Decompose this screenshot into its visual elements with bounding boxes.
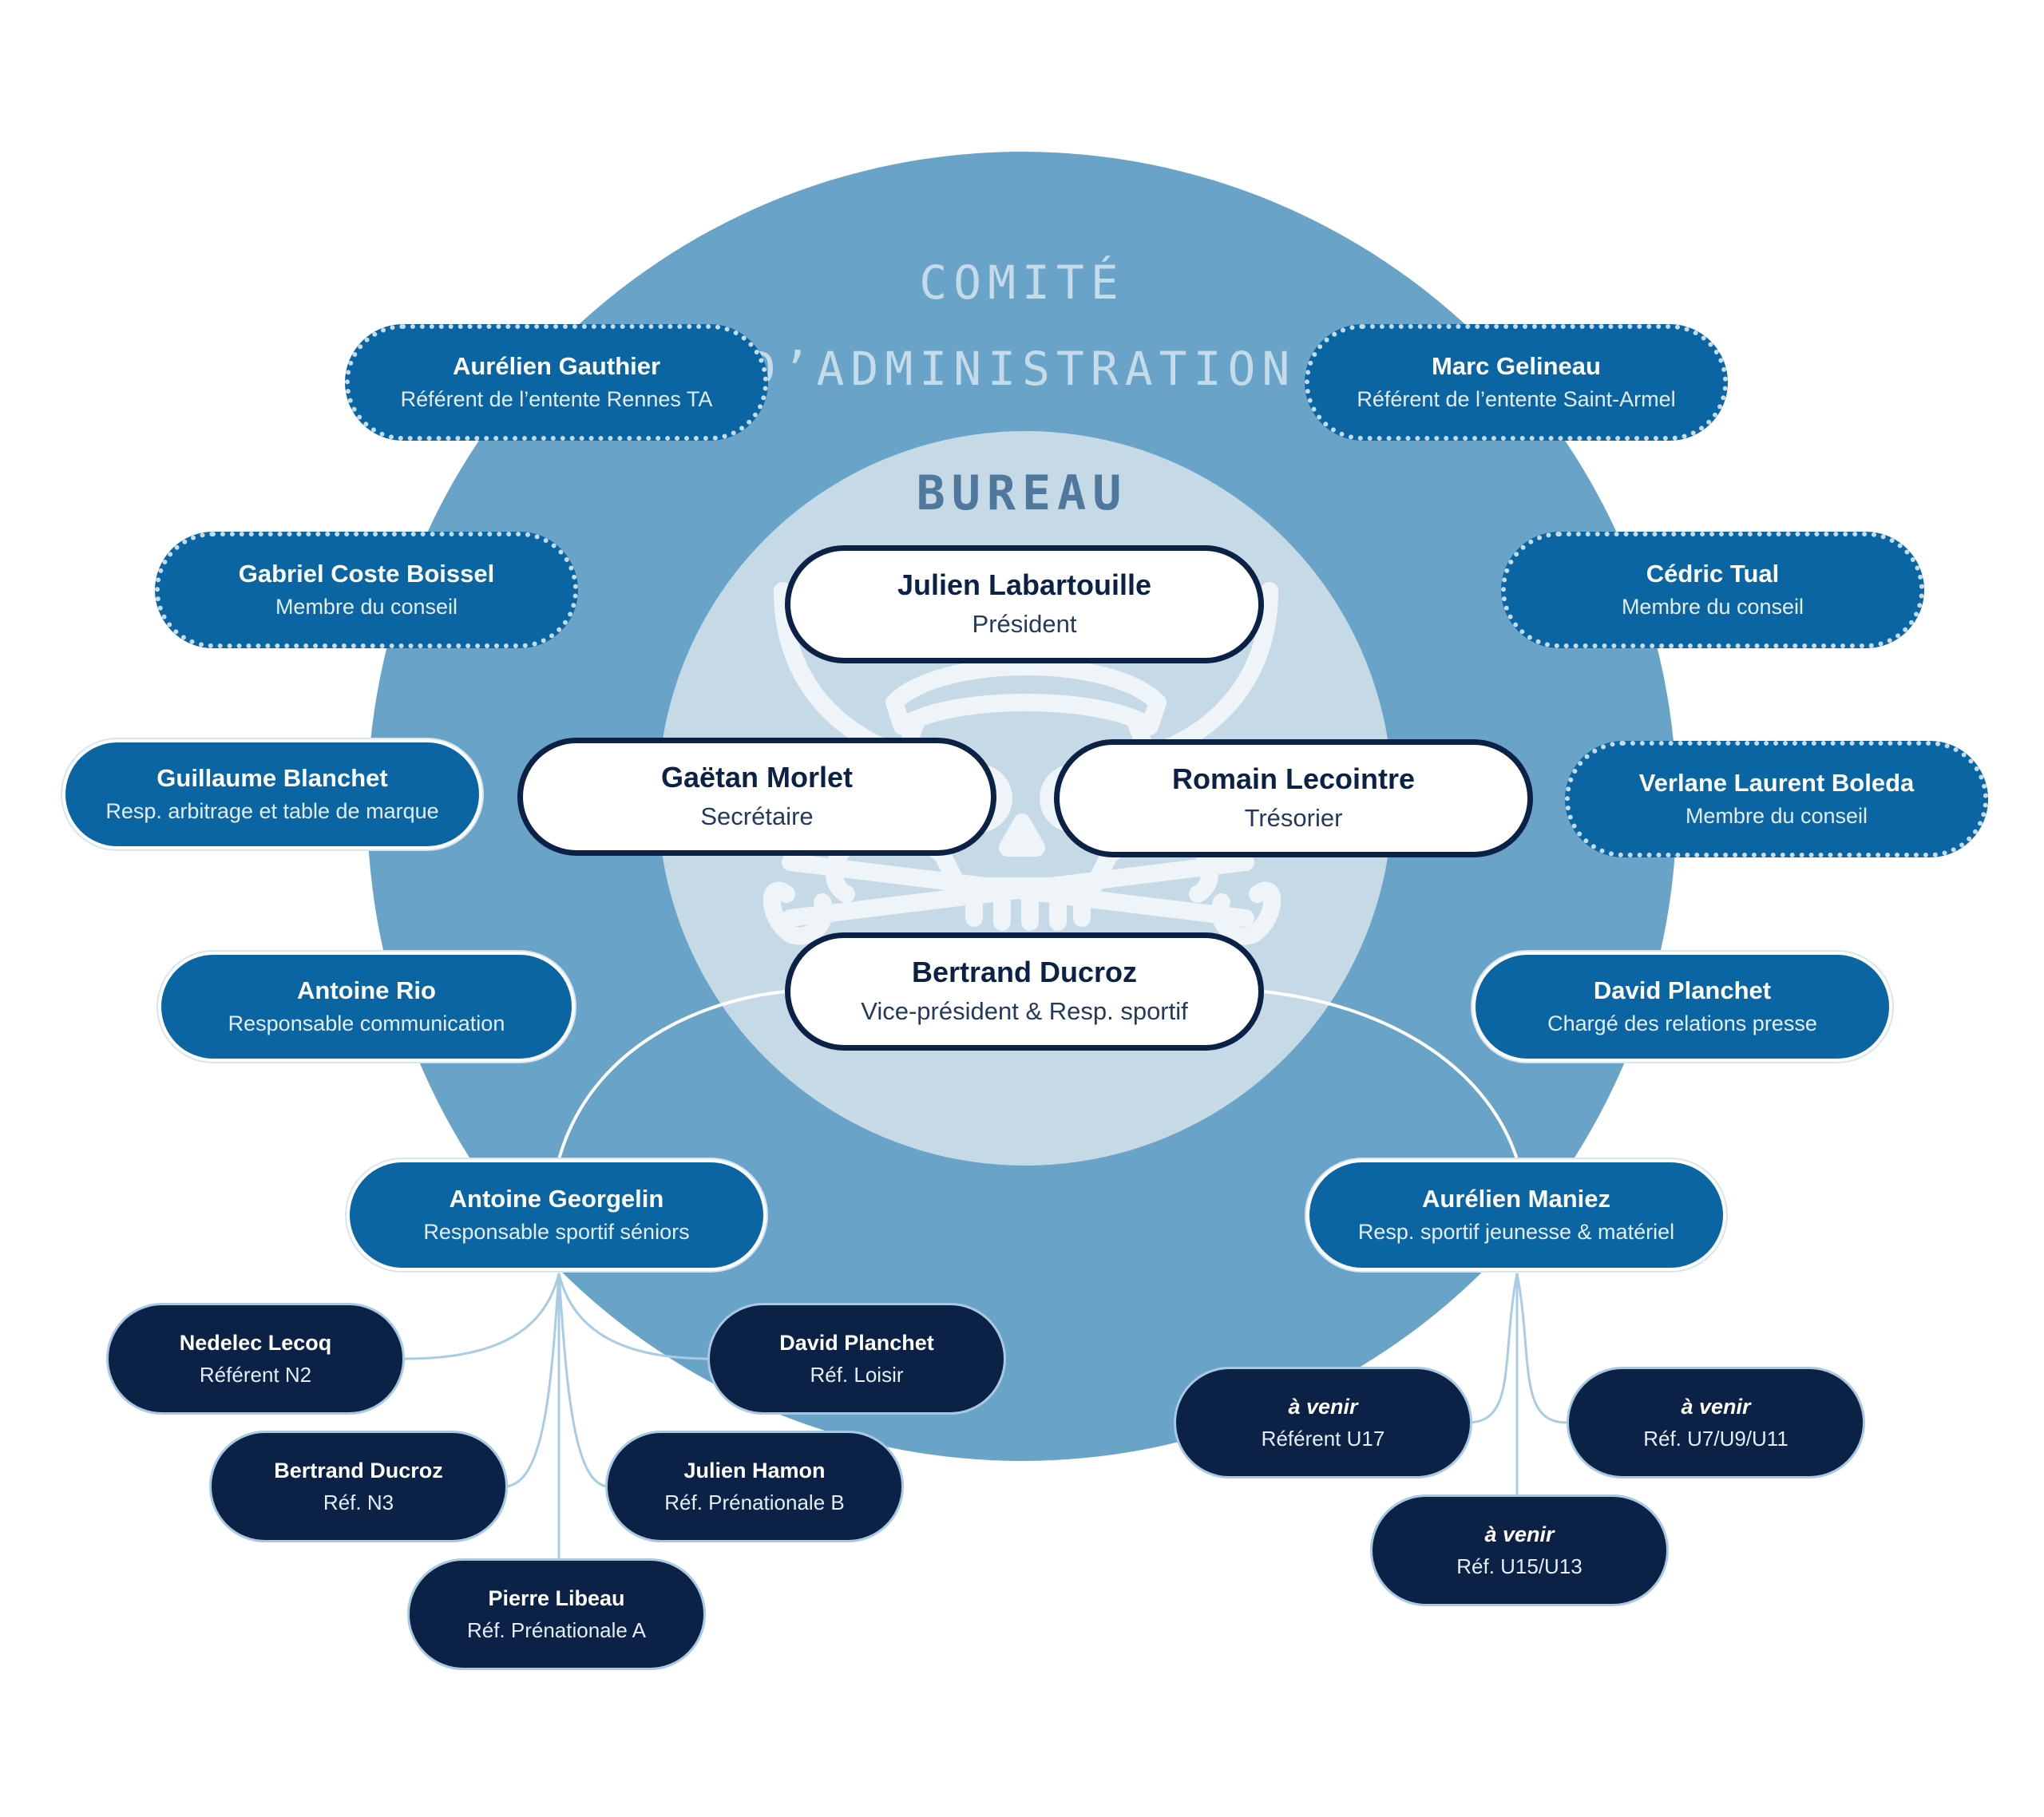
member-role: Réf. N3 (323, 1490, 394, 1514)
member-name: Julien Hamon (683, 1459, 826, 1482)
bureau-vice-president: Bertrand Ducroz Vice-président & Resp. s… (785, 932, 1264, 1051)
member-name: Aurélien Gauthier (452, 352, 661, 380)
member-role: Responsable sportif séniors (423, 1220, 690, 1244)
connector-vp-seniors (557, 990, 787, 1160)
member-role: Référent U17 (1261, 1427, 1385, 1451)
member-name: Julien Labartouille (897, 568, 1152, 601)
member-role: Chargé des relations presse (1547, 1011, 1817, 1035)
member-role: Secrétaire (700, 802, 814, 830)
member-role: Resp. sportif jeunesse & matériel (1357, 1220, 1675, 1244)
member-role: Réf. Prénationale B (664, 1490, 845, 1514)
member-name: Verlane Laurent Boleda (1638, 769, 1915, 797)
jeunesse-ref-3: à venir Réf. U7/U9/U11 (1567, 1367, 1865, 1479)
seniors-ref-2: Bertrand Ducroz Réf. N3 (209, 1431, 508, 1542)
seniors-ref-5: David Planchet Réf. Loisir (707, 1303, 1006, 1415)
member-name: Romain Lecointre (1171, 762, 1416, 795)
member-name: Guillaume Blanchet (156, 764, 388, 792)
member-name: Aurélien Maniez (1422, 1185, 1610, 1213)
bureau-tresorier: Romain Lecointre Trésorier (1054, 739, 1533, 857)
member-role: Référent de l’entente Rennes TA (400, 387, 713, 411)
member-role: Réf. U7/U9/U11 (1643, 1427, 1788, 1451)
member-role: Membre du conseil (275, 595, 458, 619)
member-name: Gabriel Coste Boissel (238, 560, 495, 588)
bureau-president: Julien Labartouille Président (785, 545, 1264, 663)
bureau-secretaire: Gaëtan Morlet Secrétaire (517, 738, 996, 856)
member-role: Vice-président & Resp. sportif (861, 997, 1188, 1025)
member-name: Marc Gelineau (1432, 352, 1601, 380)
comite-member-right-2: Cédric Tual Membre du conseil (1501, 532, 1924, 648)
member-name: Bertrand Ducroz (911, 956, 1138, 988)
member-name: Antoine Georgelin (449, 1185, 664, 1213)
member-name: Antoine Rio (297, 976, 436, 1004)
member-role: Membre du conseil (1621, 595, 1804, 619)
seniors-ref-4: Julien Hamon Réf. Prénationale B (605, 1431, 904, 1542)
member-name: Cédric Tual (1646, 560, 1780, 588)
jeunesse-ref-2: à venir Réf. U15/U13 (1370, 1494, 1669, 1606)
member-role: Trésorier (1244, 804, 1343, 832)
comite-member-left-4: Antoine Rio Responsable communication (158, 952, 575, 1062)
member-role: Réf. U15/U13 (1456, 1554, 1583, 1578)
sport-head-jeunesse: Aurélien Maniez Resp. sportif jeunesse &… (1306, 1159, 1726, 1271)
comite-member-left-2: Gabriel Coste Boissel Membre du conseil (155, 532, 578, 648)
comite-member-left-1: Aurélien Gauthier Référent de l’entente … (345, 324, 768, 441)
comite-title: COMITÉ D’ADMINISTRATION (703, 239, 1341, 412)
member-name: David Planchet (779, 1331, 934, 1355)
connector-vp-jeunesse (1262, 990, 1519, 1160)
member-name: à venir (1288, 1395, 1358, 1419)
comite-member-right-4: David Planchet Chargé des relations pres… (1472, 952, 1892, 1062)
member-name: Nedelec Lecoq (179, 1331, 332, 1355)
member-name: Bertrand Ducroz (274, 1459, 443, 1482)
sport-head-seniors: Antoine Georgelin Responsable sportif sé… (347, 1159, 766, 1271)
comite-member-left-3: Guillaume Blanchet Resp. arbitrage et ta… (62, 739, 482, 849)
member-name: à venir (1484, 1522, 1555, 1546)
comite-member-right-1: Marc Gelineau Référent de l’entente Sain… (1305, 324, 1728, 441)
member-role: Référent N2 (199, 1363, 312, 1387)
comite-member-right-3: Verlane Laurent Boleda Membre du conseil (1565, 741, 1988, 857)
member-role: Resp. arbitrage et table de marque (105, 799, 439, 823)
comite-title-line-2: D’ADMINISTRATION (747, 342, 1297, 396)
member-name: David Planchet (1593, 976, 1772, 1004)
member-role: Membre du conseil (1685, 804, 1868, 828)
jeunesse-ref-1: à venir Référent U17 (1174, 1367, 1472, 1479)
member-role: Référent de l’entente Saint-Armel (1357, 387, 1676, 411)
seniors-ref-3: Pierre Libeau Réf. Prénationale A (407, 1558, 706, 1670)
member-role: Réf. Loisir (810, 1363, 904, 1387)
member-role: Responsable communication (228, 1011, 505, 1035)
comite-title-line-1: COMITÉ (919, 255, 1125, 310)
bureau-title: BUREAU (916, 465, 1128, 521)
seniors-ref-1: Nedelec Lecoq Référent N2 (106, 1303, 405, 1415)
member-role: Président (972, 610, 1077, 638)
member-name: Gaëtan Morlet (660, 761, 854, 794)
connector-lines (404, 990, 1567, 1569)
member-role: Réf. Prénationale A (466, 1618, 647, 1642)
member-name: à venir (1681, 1395, 1751, 1419)
member-name: Pierre Libeau (488, 1586, 625, 1610)
